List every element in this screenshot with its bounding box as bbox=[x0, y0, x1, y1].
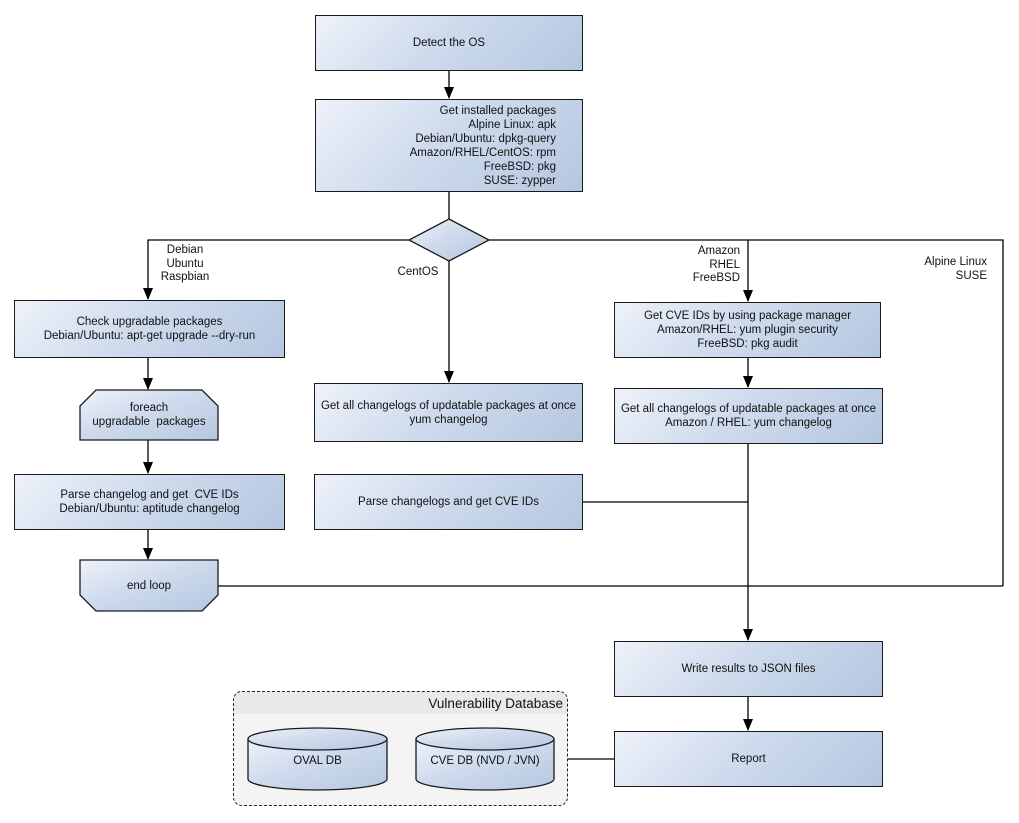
node-parse-changelog-line: Parse changelog and get CVE IDs bbox=[60, 489, 239, 501]
node-get-changelogs-amazon-line: Amazon / RHEL: yum changelog bbox=[665, 417, 832, 429]
node-get-installed-line: Alpine Linux: apk bbox=[468, 118, 556, 131]
branch-label-line: Raspbian bbox=[160, 271, 210, 283]
oval-db-cylinder bbox=[247, 727, 388, 791]
branch-label-line: Debian bbox=[166, 244, 204, 256]
node-get-cve-ids-line: Get CVE IDs by using package manager bbox=[643, 310, 852, 322]
foreach-loop-shape bbox=[79, 389, 219, 441]
cve-db-cylinder bbox=[415, 727, 555, 791]
branch-label-line: Alpine Linux bbox=[924, 256, 987, 268]
end-loop-shape bbox=[79, 559, 219, 612]
node-parse-changelog-debian: Parse changelog and get CVE IDs Debian/U… bbox=[14, 474, 285, 530]
node-write-results-json: Write results to JSON files bbox=[614, 641, 883, 697]
node-get-changelogs-centos-line: Get all changelogs of updatable packages… bbox=[320, 399, 577, 412]
node-check-upgradable-packages: Check upgradable packages Debian/Ubuntu:… bbox=[14, 300, 285, 358]
branch-label-line: Ubuntu bbox=[166, 257, 204, 270]
branch-label-alpine: Alpine Linux SUSE bbox=[880, 256, 987, 283]
node-write-results-line: Write results to JSON files bbox=[681, 663, 816, 675]
node-get-installed-line: Debian/Ubuntu: dpkg-query bbox=[415, 132, 556, 145]
branch-label-line: FreeBSD bbox=[692, 272, 740, 284]
connectors bbox=[143, 71, 1004, 760]
node-get-cve-ids-line: Amazon/RHEL: yum plugin security bbox=[657, 324, 838, 336]
node-check-upgradable-line: Check upgradable packages bbox=[76, 316, 223, 328]
node-detect-os: Detect the OS bbox=[315, 15, 583, 71]
node-parse-changelog-line: Debian/Ubuntu: aptitude changelog bbox=[59, 503, 240, 515]
vulnerability-database-title: Vulnerability Database bbox=[428, 695, 563, 711]
node-check-upgradable-line: Debian/Ubuntu: apt-get upgrade --dry-run bbox=[43, 330, 256, 342]
node-get-installed-packages: Get installed packages Alpine Linux: apk… bbox=[315, 99, 583, 192]
branch-label-amazon: Amazon RHEL FreeBSD bbox=[660, 245, 740, 286]
node-get-installed-line: Amazon/RHEL/CentOS: rpm bbox=[409, 146, 556, 159]
edge-decision-to-check-upgradable bbox=[143, 239, 409, 300]
branch-label-centos: CentOS bbox=[380, 266, 456, 280]
branch-label-line: RHEL bbox=[709, 258, 740, 271]
branch-label-line: Amazon bbox=[697, 245, 740, 257]
node-get-cve-ids-line: FreeBSD: pkg audit bbox=[697, 338, 798, 350]
vulnerability-database-title-band: Vulnerability Database bbox=[234, 692, 567, 714]
node-get-installed-line: Get installed packages bbox=[439, 104, 556, 117]
edge-decision-to-alpine-branch bbox=[489, 239, 1004, 586]
branch-label-line: SUSE bbox=[955, 269, 987, 282]
branch-label-line: CentOS bbox=[397, 266, 439, 278]
node-get-cve-ids-package-manager: Get CVE IDs by using package manager Ama… bbox=[614, 302, 881, 358]
node-detect-os-text: Detect the OS bbox=[412, 37, 486, 49]
node-get-changelogs-centos-line: yum changelog bbox=[409, 413, 488, 426]
node-get-installed-line: SUSE: zypper bbox=[483, 174, 556, 187]
node-get-changelogs-amazon-line: Get all changelogs of updatable packages… bbox=[620, 403, 877, 415]
node-get-changelogs-amazon: Get all changelogs of updatable packages… bbox=[614, 388, 883, 444]
branch-label-debian: Debian Ubuntu Raspbian bbox=[145, 244, 225, 285]
node-parse-changelogs-centos-line: Parse changelogs and get CVE IDs bbox=[358, 496, 539, 508]
node-get-changelogs-centos: Get all changelogs of updatable packages… bbox=[314, 383, 583, 442]
node-report-line: Report bbox=[731, 753, 766, 765]
node-get-installed-line: FreeBSD: pkg bbox=[483, 160, 556, 173]
os-decision-diamond bbox=[407, 218, 491, 262]
node-report: Report bbox=[614, 731, 883, 787]
node-parse-changelogs-centos: Parse changelogs and get CVE IDs bbox=[314, 474, 583, 530]
